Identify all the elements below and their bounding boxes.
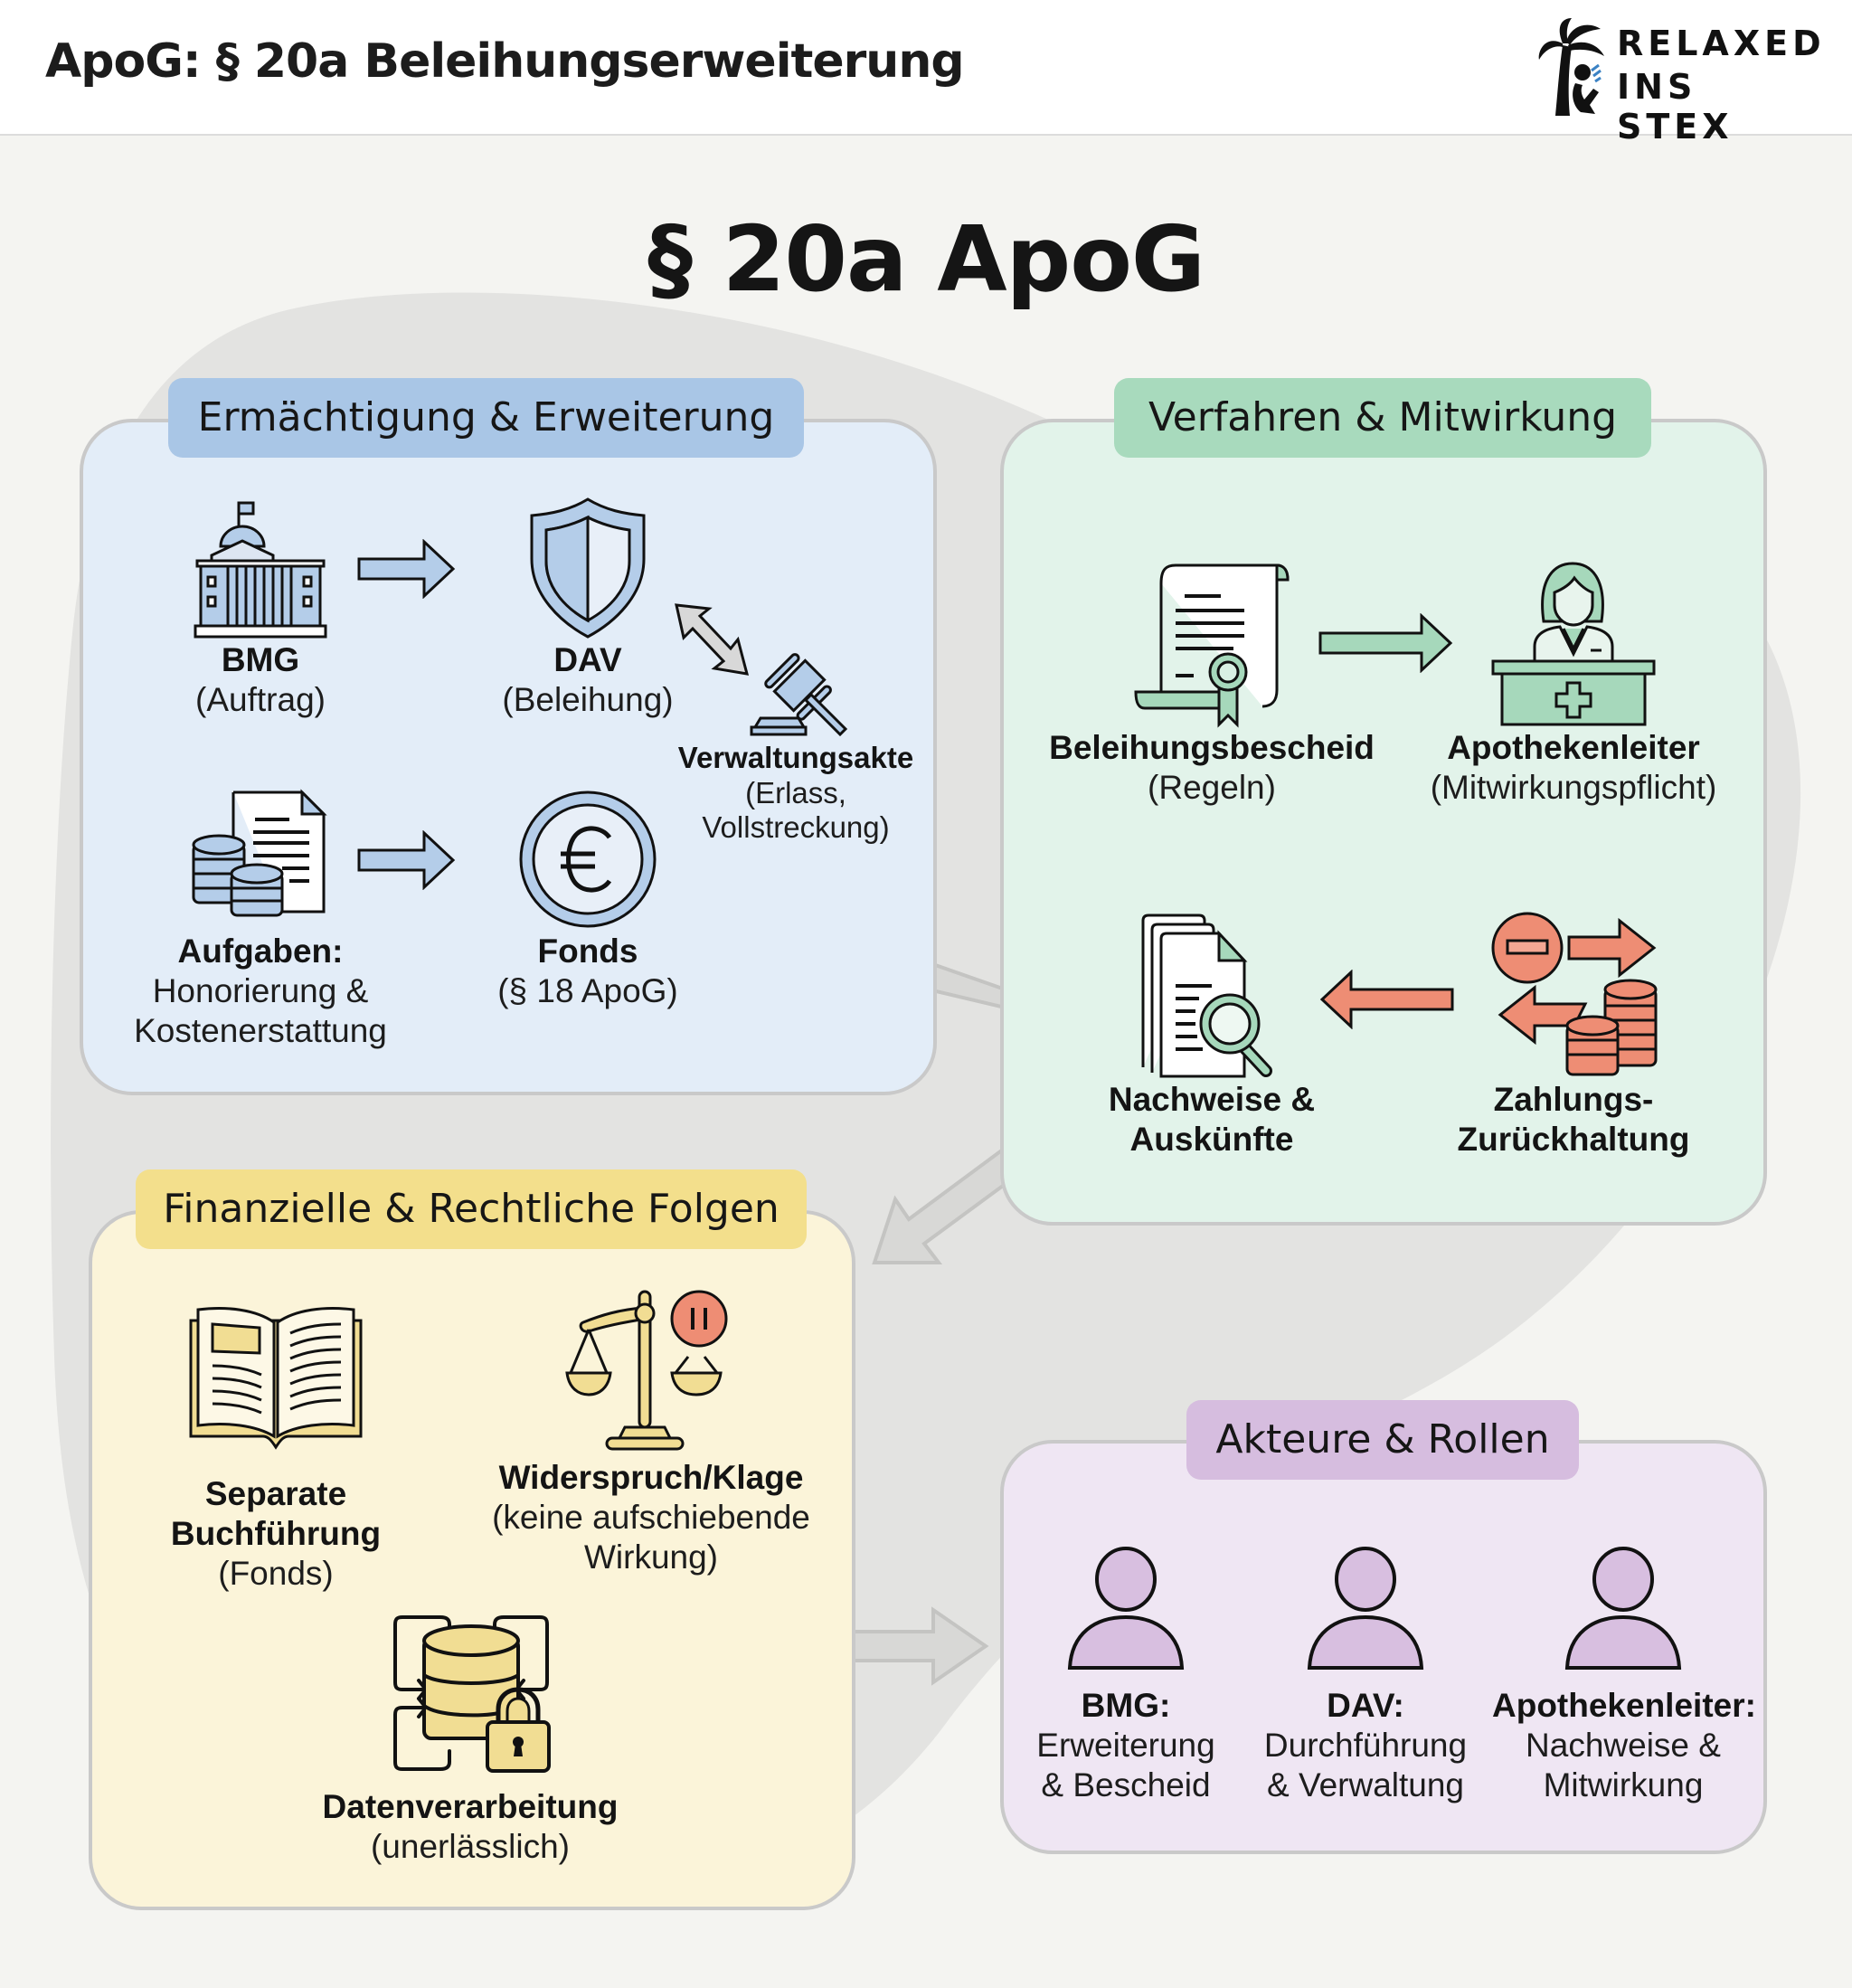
item-administrative-acts: Verwaltungsakte (Erlass, Vollstreckung) [669,640,922,845]
actor-pharmacy-manager-sub1: Nachweise & [1526,1727,1721,1764]
item-administrative-acts-sub1: (Erlass, [745,776,846,809]
item-tasks: Aufgaben: Honorierung & Kostenerstattung [116,787,405,1051]
arrow-right-icon [357,539,456,599]
scales-pause-icon [565,1290,728,1451]
panel-title-procedure: Verfahren & Mitwirkung [1114,378,1651,458]
item-payment-withholding-title2: Zurückhaltung [1457,1121,1690,1158]
item-evidence-title2: Auskünfte [1129,1121,1294,1158]
main-title: § 20a ApoG [647,206,1205,312]
item-data-processing-title: Datenverarbeitung [322,1788,619,1825]
item-pharmacy-manager-title: Apothekenleiter [1447,729,1700,766]
panel-authorization [80,419,937,1095]
item-certificate-sub: (Regeln) [1148,769,1276,806]
header-bar: ApoG: § 20a Beleihungserweiterung RELAXE… [0,0,1852,147]
documents-search-icon [1141,914,1272,1078]
open-ledger-icon [189,1307,363,1450]
actor-pharmacy-manager-sub2: Mitwirkung [1543,1766,1704,1803]
panel-procedure [1000,419,1767,1226]
item-certificate-title: Beleihungsbescheid [1049,729,1375,766]
item-certificate: Beleihungsbescheid (Regeln) [1040,556,1384,808]
item-data-processing-sub: (unerlässlich) [370,1828,570,1865]
actor-dav-sub2: & Verwaltung [1266,1766,1465,1803]
item-administrative-acts-title: Verwaltungsakte [677,741,914,774]
item-bmg: BMG (Auftrag) [170,496,351,720]
item-objection-lawsuit-sub1: (keine aufschiebende [492,1499,810,1536]
arrow-right-icon [1318,613,1453,673]
person-icon [1067,1547,1185,1670]
item-tasks-title: Aufgaben: [177,932,344,970]
person-icon [1307,1547,1424,1670]
item-fund-sub: (§ 18 ApoG) [497,972,678,1009]
bidirectional-arrow-icon [675,603,750,676]
actor-pharmacy-manager: Apothekenleiter: Nachweise & Mitwirkung [1492,1547,1756,1805]
actor-dav: DAV: Durchführung & Verwaltung [1257,1547,1474,1805]
person-icon [1564,1547,1682,1670]
government-building-icon [194,501,327,639]
arrow-consequences-to-actors [850,1606,989,1686]
arrow-left-icon [1319,970,1454,1029]
gavel-icon [750,653,848,737]
item-objection-lawsuit-sub2: Wirkung) [583,1538,719,1576]
item-separate-accounting-sub: (Fonds) [218,1555,334,1592]
actor-bmg-sub2: & Bescheid [1041,1766,1211,1803]
actor-bmg-title: BMG: [1081,1687,1171,1724]
euro-coin-icon [519,790,657,928]
database-lock-icon [393,1615,551,1773]
item-dav-sub: (Beleihung) [502,681,674,718]
item-pharmacy-manager-sub: (Mitwirkungspflicht) [1430,769,1717,806]
header-title: ApoG: § 20a Beleihungserweiterung [45,34,965,89]
item-separate-accounting-title1: Separate [204,1475,347,1512]
actor-dav-sub1: Durchführung [1263,1727,1468,1764]
item-payment-withholding: Zahlungs- Zurückhaltung [1429,908,1718,1160]
payment-withhold-icon [1491,912,1658,1076]
certificate-scroll-icon [1134,563,1290,728]
arrow-right-icon [357,830,456,890]
pharmacist-counter-icon [1491,562,1656,726]
palm-tree-reader-icon [1538,18,1604,116]
panel-title-consequences: Finanzielle & Rechtliche Folgen [136,1169,807,1249]
brand-logo: RELAXED INS STEX [1535,16,1821,147]
item-payment-withholding-title1: Zahlungs- [1493,1081,1654,1118]
actor-dav-title: DAV: [1327,1687,1404,1724]
coins-document-icon [192,789,327,917]
item-fund-title: Fonds [537,932,638,970]
item-administrative-acts-sub2: Vollstreckung) [702,810,890,844]
panel-title-authorization: Ermächtigung & Erweiterung [168,378,804,458]
item-evidence-title1: Nachweise & [1108,1081,1316,1118]
item-bmg-sub: (Auftrag) [195,681,326,718]
item-pharmacy-manager: Apothekenleiter (Mitwirkungspflicht) [1411,556,1736,808]
logo-text-line2: INS STEX [1617,67,1734,147]
logo-text-line1: RELAXED [1617,24,1826,63]
item-objection-lawsuit-title: Widerspruch/Klage [498,1459,804,1496]
actor-bmg: BMG: Erweiterung & Bescheid [1022,1547,1230,1805]
item-bmg-title: BMG [221,641,300,678]
item-fund: Fonds (§ 18 ApoG) [479,787,696,1011]
panel-title-actors: Akteure & Rollen [1186,1400,1579,1480]
actor-pharmacy-manager-title: Apothekenleiter: [1492,1687,1756,1724]
item-dav-title: DAV [553,641,622,678]
actor-bmg-sub1: Erweiterung [1036,1727,1215,1764]
item-separate-accounting: Separate Buchführung (Fonds) [136,1301,416,1594]
item-evidence: Nachweise & Auskünfte [1067,908,1356,1160]
shield-icon [530,497,646,639]
item-objection-lawsuit: Widerspruch/Klage (keine aufschiebende W… [470,1283,832,1577]
item-separate-accounting-title2: Buchführung [170,1515,382,1552]
item-tasks-sub2: Kostenerstattung [134,1012,387,1049]
item-dav: DAV (Beleihung) [488,496,687,720]
item-tasks-sub1: Honorierung & [152,972,369,1009]
item-data-processing: Datenverarbeitung (unerlässlich) [298,1612,642,1867]
